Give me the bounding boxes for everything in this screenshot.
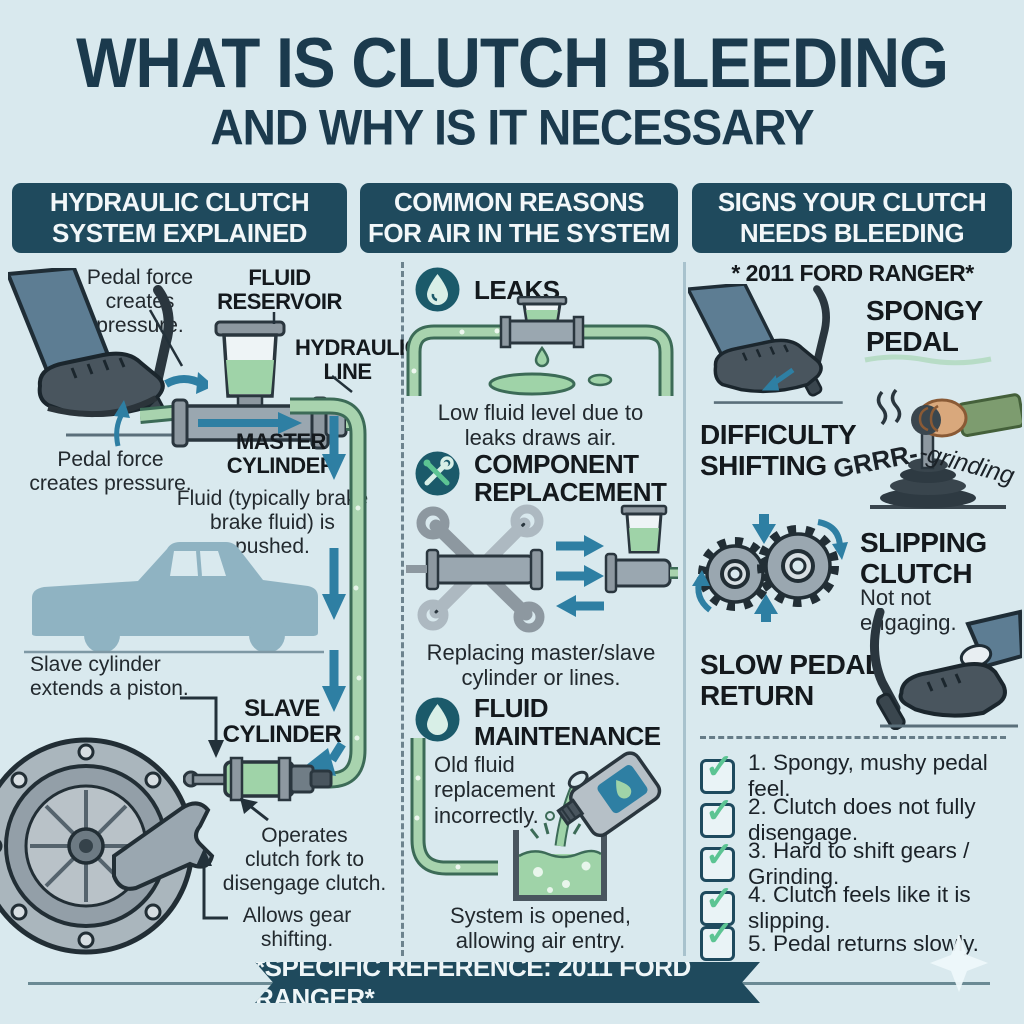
label-slave-cylinder: SLAVE CYLINDER — [222, 695, 342, 749]
checklist-item-2: ✓ 2. Clutch does not fully disengage. — [700, 794, 1024, 846]
checklist-item-1: ✓ 1. Spongy, mushy pedal feel. — [700, 750, 1024, 802]
checkmark-icon: ✓ — [705, 879, 734, 918]
main-title-line2: AND WHY IS IT NECESSARY — [210, 98, 814, 156]
checkbox-icon: ✓ — [700, 794, 735, 838]
checklist-label: 3. Hard to shift gears / Grinding. — [748, 838, 970, 889]
leaks-illustration — [406, 296, 674, 396]
header-signs-bleeding: SIGNS YOUR CLUTCH NEEDS BLEEDING — [692, 183, 1012, 253]
label-slow-pedal-return: SLOW PEDAL RETURN — [700, 649, 882, 711]
checklist-separator — [700, 736, 1006, 739]
footer-banner-text: *SPECIFIC REFERENCE: 2011 FORD RANGER* — [255, 951, 691, 1013]
ford-ranger-subtitle: * 2011 FORD RANGER* — [731, 260, 974, 286]
fluid-maintenance-illustration — [410, 738, 662, 901]
checkbox-icon: ✓ — [700, 882, 735, 926]
shifter-hand-illustration — [870, 388, 1022, 509]
divider-col1-col2 — [401, 262, 404, 956]
leaks-caption: Low fluid level due to leaks draws air. — [437, 400, 644, 451]
fluid-note: Old fluid replacement incorrectly. — [434, 752, 556, 828]
checklist-label: 5. Pedal returns slowly. — [748, 930, 979, 956]
fluid-caption: System is opened, allowing air entry. — [450, 903, 631, 954]
main-title-line1: WHAT IS CLUTCH BLEEDING — [76, 23, 949, 103]
truck-silhouette — [24, 542, 324, 654]
gears-illustration — [692, 514, 848, 622]
fluid-droplet-icon — [415, 697, 460, 742]
label-slave-extends: Slave cylinder extends a piston. — [30, 653, 189, 701]
label-slipping-clutch: SLIPPING CLUTCH — [860, 527, 987, 589]
checkmark-icon: ✓ — [705, 835, 734, 874]
component-title: COMPONENT REPLACEMENT — [474, 449, 667, 508]
component-caption: Replacing master/slave cylinder or lines… — [426, 640, 656, 691]
header-common-reasons: COMMON REASONS FOR AIR IN THE SYSTEM — [360, 183, 678, 253]
checkbox-icon: ✓ — [700, 917, 735, 961]
label-spongy-pedal: SPONGY PEDAL — [866, 295, 983, 357]
checklist-label: 2. Clutch does not fully disengage. — [748, 794, 976, 845]
sparkle-icon — [930, 934, 988, 992]
label-pedal-force-bottom: Pedal force creates pressure. — [29, 448, 192, 496]
label-fluid-reservoir: FLUID RESERVOIR — [217, 265, 342, 315]
checklist-item-3: ✓ 3. Hard to shift gears / Grinding. — [700, 838, 1024, 890]
checkmark-icon: ✓ — [705, 915, 734, 953]
label-hydraulic-line: HYDRAULIC LINE — [295, 335, 421, 385]
divider-col2-col3 — [683, 262, 686, 956]
checklist-item-5: ✓ 5. Pedal returns slowly. — [700, 917, 979, 961]
spongy-pedal-illustration — [688, 284, 843, 404]
pedal-return-illustration — [869, 608, 1022, 730]
fluid-title: FLUID MAINTENANCE — [474, 693, 661, 752]
label-master-cylinder: MASTER CYLINDER — [226, 429, 336, 479]
leaks-droplet-icon — [415, 267, 460, 312]
label-difficulty-shifting: DIFFICULTY SHIFTING — [700, 419, 857, 481]
checklist-item-4: ✓ 4. Clutch feels like it is slipping. — [700, 882, 1024, 934]
header-hydraulic-clutch: HYDRAULIC CLUTCH SYSTEM EXPLAINED — [12, 183, 347, 253]
checkbox-icon: ✓ — [700, 750, 735, 794]
label-operates-fork: Operates clutch fork to disengage clutch… — [222, 824, 387, 896]
label-allows-gear: Allows gear shifting. — [242, 904, 352, 952]
component-replacement-illustration — [406, 504, 678, 633]
pedal-up-arrow-icon — [114, 400, 130, 447]
footer-banner: *SPECIFIC REFERENCE: 2011 FORD RANGER* — [255, 962, 760, 1003]
label-fluid-pushed: Fluid (typically brake brake fluid) is p… — [176, 487, 369, 559]
clutch-assembly-illustration — [0, 737, 215, 955]
checkmark-icon: ✓ — [705, 747, 734, 786]
spongy-underline — [864, 354, 992, 366]
checkmark-icon: ✓ — [705, 791, 734, 830]
component-tools-icon — [415, 451, 460, 496]
hydraulic-line-pipe — [290, 397, 367, 789]
checkbox-icon: ✓ — [700, 838, 735, 882]
checklist-label: 4. Clutch feels like it is slipping. — [748, 882, 971, 933]
checklist-label: 1. Spongy, mushy pedal feel. — [748, 750, 988, 801]
slave-cylinder-illustration — [183, 756, 333, 802]
